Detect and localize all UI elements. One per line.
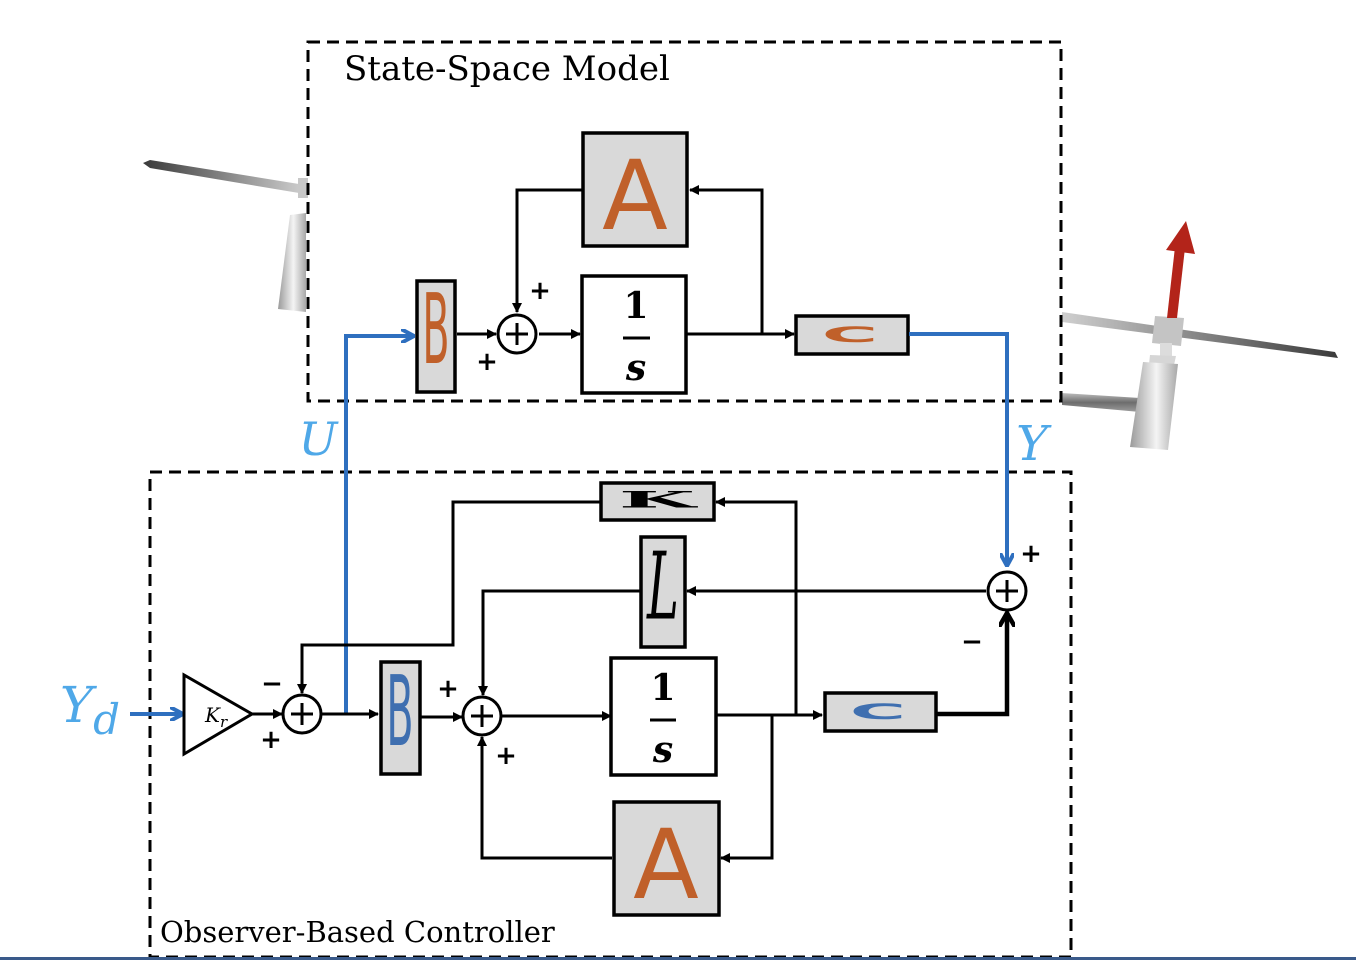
right-rotor-hub [1152, 316, 1184, 346]
right-rotor-shaft [1160, 343, 1172, 357]
observer-controller-title: Observer-Based Controller [160, 915, 555, 949]
controller-integrator-numerator: 1 [650, 667, 675, 709]
kr-gain-label: Kr [204, 703, 228, 731]
controller-matrix-k-label: K [619, 487, 699, 513]
wire-state-to-a [720, 715, 774, 863]
right-motor-cap [1149, 355, 1176, 365]
controller-matrix-b-block[interactable]: B [379, 654, 422, 776]
plant-sum-sign-top: + [529, 276, 551, 306]
plant-summing-junction [496, 313, 538, 355]
right-motor-cylinder [1130, 362, 1178, 450]
thrust-arrow-icon [1166, 221, 1195, 318]
observer-sum-sign-bottom: + [495, 741, 517, 771]
plant-integrator-numerator: 1 [623, 285, 648, 327]
plant-wire-a-to-sum [512, 188, 583, 313]
wire-a-to-observer-sum [477, 736, 612, 860]
plant-integrator-denominator: s [625, 347, 646, 389]
input-sum-sign-bottom: + [260, 725, 282, 755]
controller-matrix-c-block[interactable]: C [823, 691, 938, 733]
reference-input-label: Yd [60, 676, 120, 744]
controller-integrator-block[interactable]: 1 s [609, 656, 718, 777]
plant-matrix-b-label: B [422, 272, 449, 386]
left-rotor-blade [143, 160, 305, 194]
controller-matrix-l-block[interactable]: L [639, 533, 687, 649]
left-motor-cylinder [278, 213, 306, 312]
input-sum-sign-top: − [261, 669, 283, 699]
plant-sum-sign-left: + [476, 347, 498, 377]
error-sum-sign-top: + [1020, 539, 1042, 569]
left-rotor-illustration [143, 160, 308, 312]
plant-matrix-a-label: A [602, 140, 668, 252]
controller-matrix-a-block[interactable]: A [612, 800, 721, 921]
controller-matrix-b-label: B [386, 654, 413, 768]
control-u-signal-wire [344, 336, 413, 714]
right-rotor-illustration [1062, 221, 1338, 450]
plant-matrix-a-block[interactable]: A [581, 131, 689, 252]
plant-wire-state-to-a [689, 185, 764, 334]
wire-c-to-error-sum [937, 614, 1007, 717]
state-space-model-title: State-Space Model [344, 49, 670, 89]
controller-matrix-k-block[interactable]: K [599, 481, 716, 522]
plant-integrator-block[interactable]: 1 s [580, 274, 688, 395]
observer-sum-sign-top: + [437, 674, 459, 704]
observer-summing-junction [461, 695, 503, 737]
wire-state-to-k [715, 497, 798, 715]
input-summing-junction [281, 693, 323, 735]
controller-matrix-a-label: A [633, 809, 699, 921]
kr-gain-block[interactable]: Kr [182, 672, 255, 757]
controller-matrix-l-label: L [646, 533, 679, 641]
plant-matrix-c-label: C [822, 322, 878, 347]
error-summing-junction [986, 570, 1028, 612]
output-y-label: Y [1016, 416, 1052, 472]
left-rotor-hub [298, 178, 308, 198]
wire-k-to-input-sum [297, 500, 601, 694]
plant-matrix-b-block[interactable]: B [415, 272, 457, 394]
error-sum-sign-bottom: − [961, 627, 983, 657]
controller-integrator-denominator: s [652, 729, 673, 771]
right-rotor-blade [1062, 312, 1338, 358]
plant-matrix-c-block[interactable]: C [794, 314, 910, 356]
control-u-label: U [299, 412, 340, 466]
controller-matrix-c-label: C [850, 699, 906, 724]
output-y-signal-wire [909, 332, 1007, 565]
right-arm-bar [1062, 393, 1140, 412]
wire-l-to-observer-sum [478, 589, 641, 696]
state-space-model-group [306, 40, 1063, 403]
